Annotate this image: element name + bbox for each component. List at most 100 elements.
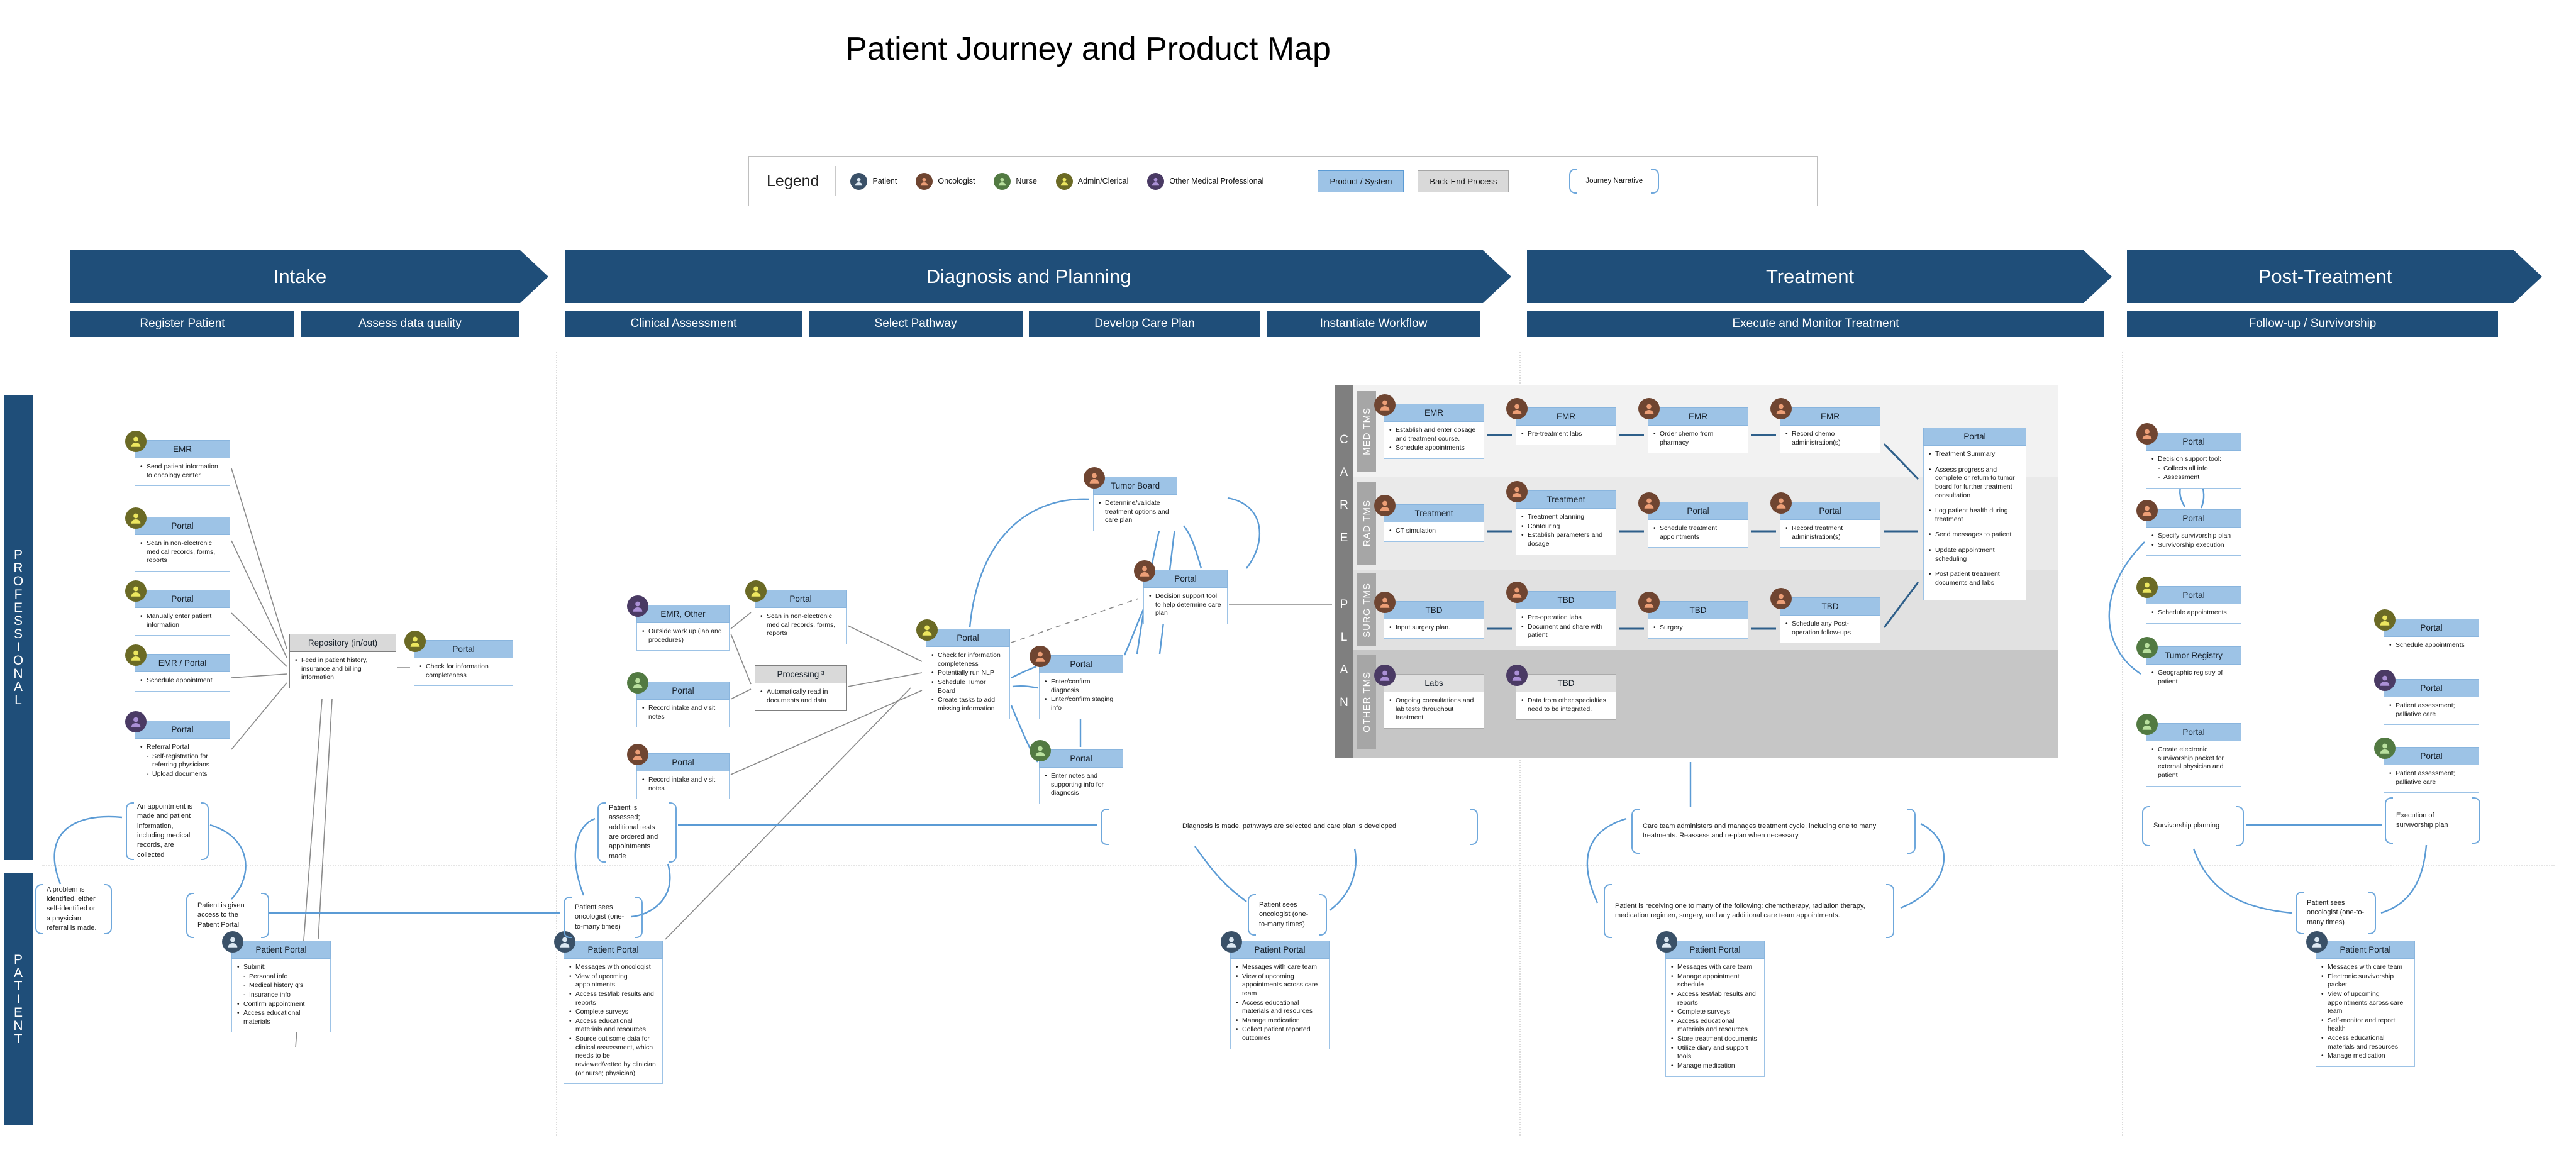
legend-persona-label: Patient (872, 177, 897, 185)
card-title: Patient Portal (564, 941, 663, 959)
legend-backend-process: Back-End Process (1418, 170, 1509, 192)
narrative-text: A problem is identified, either self-ide… (47, 885, 97, 932)
card-title: Portal (1039, 655, 1123, 673)
legend-persona-other: Other Medical Professional (1147, 172, 1263, 190)
narrative-patient-assessed: Patient is assessed; additional tests ar… (597, 802, 677, 863)
card-surg-tms-2: TBDPre-operation labsDocument and share … (1506, 582, 1616, 646)
card-bullet: Create tasks to add missing information (931, 696, 1005, 713)
card-title: Portal (1143, 570, 1228, 588)
card-intake-emr-portal: EMR / PortalSchedule appointment (125, 644, 230, 692)
card-subbullet: Self-registration for referring physicia… (146, 753, 225, 770)
card-subbullet: Insurance info (243, 991, 326, 1000)
subphase-register-patient: Register Patient (70, 311, 294, 337)
oncologist-icon (1770, 588, 1792, 609)
admin-icon (404, 631, 426, 652)
oncologist-icon (1374, 592, 1396, 613)
nurse-icon (2374, 738, 2396, 759)
card-diag-portal-diagnosis: PortalEnter/confirm diagnosisEnter/confi… (1030, 646, 1123, 719)
other-icon (627, 595, 648, 617)
card-bullet: Establish parameters and dosage (1521, 531, 1611, 548)
card-bullet: Input surgery plan. (1389, 624, 1479, 633)
card-subbullet: Collects all info (2157, 465, 2236, 473)
row-label-surg-tms: SURG TMS (1357, 573, 1376, 646)
legend-label: Legend (767, 172, 819, 190)
card-title: Portal (636, 753, 730, 771)
card-bullet: Treatment Summary (1928, 450, 2021, 459)
oncologist-icon (1506, 481, 1528, 502)
oncologist-icon (1638, 492, 1660, 514)
card-bullet: Enter notes and supporting info for diag… (1044, 772, 1118, 798)
other-icon (1374, 665, 1396, 686)
card-title: Patient Portal (1665, 941, 1765, 959)
admin-icon (2374, 609, 2396, 631)
card-bullet: Specify survivorship plan (2151, 532, 2236, 541)
legend-product-system: Product / System (1318, 170, 1404, 192)
card-bullet: Decision support tool to help determine … (1148, 592, 1223, 618)
card-surg-tms-4: TBDSchedule any Post-operation follow-up… (1770, 588, 1880, 644)
nurse-icon (2136, 714, 2158, 735)
card-bullet: Scan in non-electronic medical records, … (760, 612, 841, 638)
card-pt-survivorship-packet: PortalCreate electronic survivorship pac… (2136, 714, 2241, 787)
card-diag-emr-other: EMR, OtherOutside work up (lab and proce… (627, 595, 730, 651)
card-subbullet: Personal info (243, 973, 326, 981)
card-title: Portal (926, 629, 1010, 647)
card-bullet: Messages with care team (2321, 963, 2410, 972)
card-pt-patient-portal: Patient PortalMessages with care teamEle… (2306, 931, 2415, 1068)
card-bullet: View of upcoming appointments across car… (1235, 973, 1324, 998)
card-bullet: Record treatment administration(s) (1785, 524, 1875, 541)
card-bullet: Source out some data for clinical assess… (569, 1035, 658, 1078)
card-bullet: Schedule Tumor Board (931, 678, 1005, 695)
card-pt-tumor-registry: Tumor RegistryGeographic registry of pat… (2136, 637, 2241, 693)
card-title: Portal (2384, 619, 2479, 637)
admin-icon (745, 580, 767, 602)
legend-persona-oncologist: Oncologist (916, 172, 975, 190)
other-icon (2374, 670, 2396, 691)
card-bullet: Potentially run NLP (931, 669, 1005, 678)
narrative-text: Patient sees oncologist (one-to-many tim… (1259, 900, 1309, 928)
narrative-text: Execution of survivorship plan (2396, 811, 2448, 829)
card-title: Patient Portal (231, 941, 331, 959)
card-surg-tms-3: TBDSurgery (1638, 592, 1748, 639)
card-bullet: Patient assessment; palliative care (2389, 702, 2474, 719)
legend-divider (835, 166, 837, 196)
card-bullet: Pre-operation labs (1521, 614, 1611, 622)
card-bullet: Patient assessment; palliative care (2389, 770, 2474, 787)
admin-icon (125, 431, 147, 452)
narrative-text: Diagnosis is made, pathways are selected… (1182, 822, 1396, 831)
card-bullet: Survivorship execution (2151, 541, 2236, 550)
oncologist-icon (1084, 467, 1105, 489)
row-label-rad-tms: RAD TMS (1357, 482, 1376, 565)
card-bullet: Update appointment scheduling (1928, 546, 2021, 563)
card-treatment-patient-portal: Patient PortalMessages with care teamMan… (1656, 931, 1765, 1077)
oncologist-icon (1506, 398, 1528, 419)
legend-persona-patient: Patient (850, 172, 897, 190)
card-title: TBD (1648, 601, 1748, 619)
card-title: Patient Portal (1230, 941, 1330, 959)
oncologist-icon (1506, 582, 1528, 603)
card-bullet: Establish and enter dosage and treatment… (1389, 426, 1479, 443)
narrative-survivorship-execution: Execution of survivorship plan (2385, 797, 2480, 844)
card-title: Portal (1039, 749, 1123, 768)
nurse-icon (994, 172, 1011, 190)
narrative-diagnosis-made: Diagnosis is made, pathways are selected… (1101, 809, 1478, 845)
card-bullet: Enter/confirm diagnosis (1044, 678, 1118, 695)
card-title: Portal (2146, 433, 2241, 451)
card-bullet: Document and share with patient (1521, 623, 1611, 640)
card-bullet: Store treatment documents (1670, 1035, 1760, 1044)
card-bullet: Schedule appointments (2389, 641, 2474, 650)
card-title: Portal (1780, 502, 1880, 520)
card-title: EMR (1516, 407, 1616, 426)
card-title: Patient Portal (2316, 941, 2415, 959)
other-icon (125, 711, 147, 732)
card-bullet: Check for information completeness (419, 663, 508, 680)
narrative-patient-receiving: Patient is receiving one to many of the … (1604, 884, 1894, 938)
card-diag-portal-hub: PortalCheck for information completeness… (916, 619, 1010, 720)
card-bullet: CT simulation (1389, 527, 1479, 536)
card-rad-tms-4: PortalRecord treatment administration(s) (1770, 492, 1880, 548)
patient-icon (2306, 931, 2328, 953)
card-title: Portal (135, 517, 230, 535)
other-icon (1147, 172, 1165, 190)
card-bullet: Treatment planning (1521, 513, 1611, 522)
phase-divider (556, 352, 557, 1136)
card-intake-portal-check: PortalCheck for information completeness (404, 631, 513, 687)
